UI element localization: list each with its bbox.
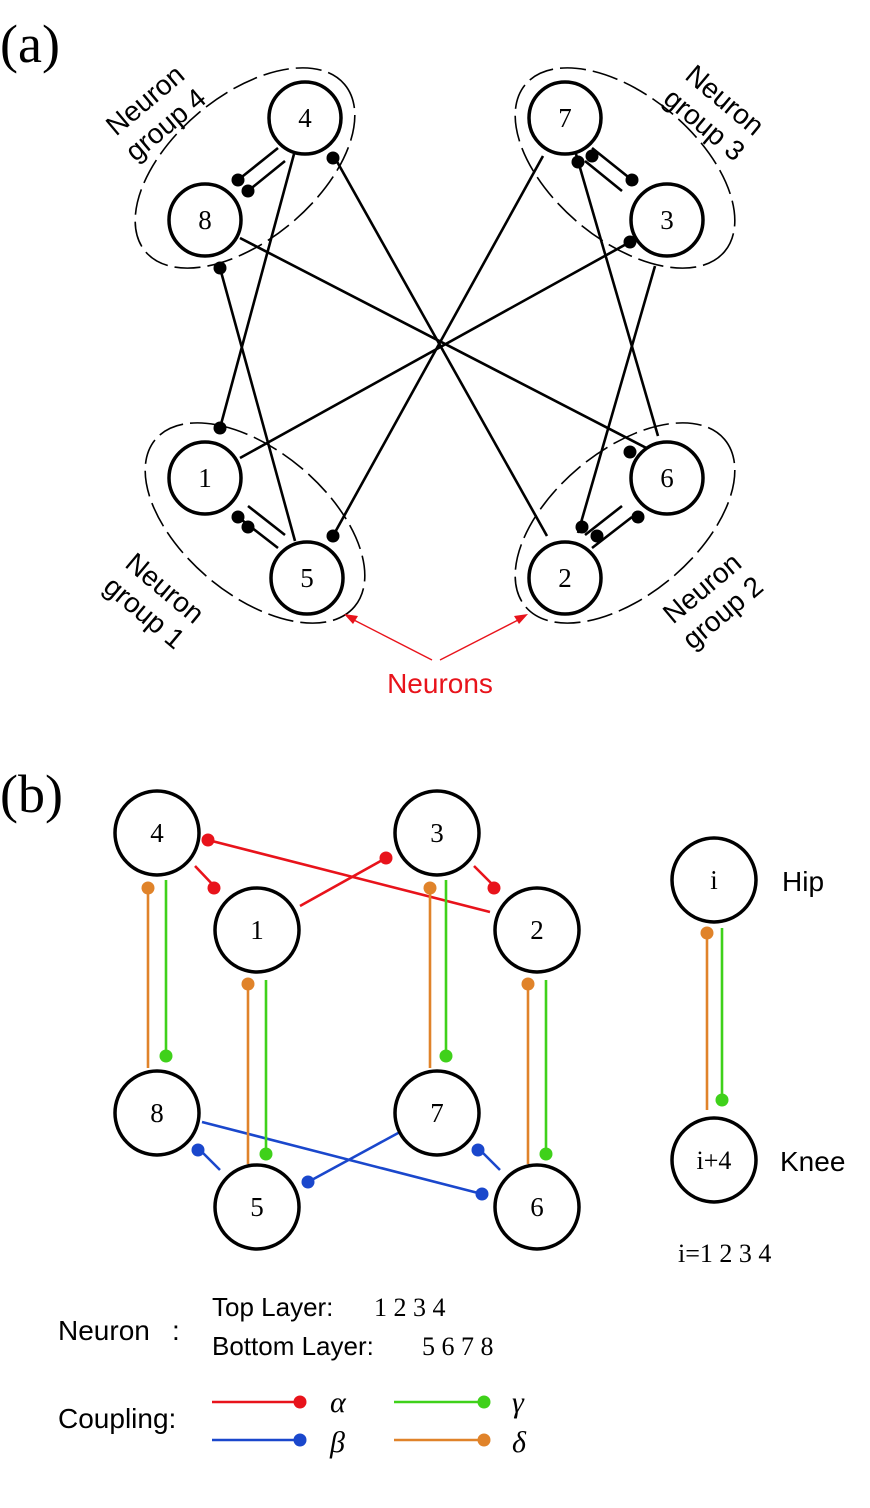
bottom-layer-label: Bottom Layer: — [212, 1331, 374, 1361]
svg-text:7: 7 — [430, 1098, 444, 1128]
neuron-b-7: 7 — [393, 1069, 481, 1157]
coupling-gamma-swatch — [394, 1395, 491, 1409]
panel-a-connections — [218, 146, 660, 550]
neurons-annotation — [344, 614, 528, 661]
coupling-legend-title: Coupling: — [58, 1403, 176, 1434]
neuron-b-2: 2 — [493, 886, 581, 974]
neuron-a-4: 4 — [267, 80, 343, 156]
example-knee-node: i+4 — [670, 1116, 758, 1204]
index-note: i=1 2 3 4 — [678, 1239, 771, 1268]
neuron-a-3: 3 — [629, 182, 705, 258]
svg-text:5: 5 — [300, 563, 314, 593]
panel-a-label: (a) — [0, 14, 60, 74]
neuron-b-4: 4 — [113, 789, 201, 877]
neuron-group-2-outline — [514, 422, 736, 624]
svg-text:5: 5 — [250, 1192, 264, 1222]
svg-text:2: 2 — [558, 563, 572, 593]
svg-text:7: 7 — [558, 103, 572, 133]
panel-b-label: (b) — [0, 764, 63, 824]
neuron-b-1: 1 — [213, 886, 301, 974]
neuron-legend-colon: : — [172, 1315, 180, 1346]
coupling-gamma-label: γ — [512, 1386, 525, 1419]
coupling-delta-label: δ — [512, 1426, 527, 1459]
svg-text:6: 6 — [660, 463, 674, 493]
svg-text:4: 4 — [150, 818, 164, 848]
top-layer-label: Top Layer: — [212, 1292, 333, 1322]
coupling-beta-label: β — [329, 1426, 345, 1459]
knee-label: Knee — [780, 1146, 845, 1177]
svg-text:8: 8 — [198, 205, 212, 235]
svg-text:1: 1 — [198, 463, 212, 493]
group-4-label: Neuron group 4 — [100, 59, 212, 167]
coupling-beta-swatch — [212, 1433, 307, 1447]
neuron-a-1: 1 — [167, 440, 243, 516]
neuron-a-5: 5 — [269, 540, 345, 616]
neuron-group-3-outline — [514, 67, 736, 269]
svg-text:3: 3 — [660, 205, 674, 235]
svg-text:4: 4 — [298, 103, 312, 133]
panel-a-synapse-dots — [213, 149, 645, 543]
top-layer-values: 1 2 3 4 — [374, 1293, 446, 1322]
hip-label: Hip — [782, 866, 824, 897]
svg-text:6: 6 — [530, 1192, 544, 1222]
neuron-a-6: 6 — [629, 440, 705, 516]
example-hip-node: i — [670, 836, 758, 924]
svg-text:3: 3 — [430, 818, 444, 848]
group-3-label: Neuron group 3 — [658, 59, 770, 167]
panel-b-couplings — [146, 838, 724, 1196]
bottom-layer-values: 5 6 7 8 — [422, 1332, 494, 1361]
group-1-label: Neuron group 1 — [98, 547, 210, 655]
neuron-b-6: 6 — [493, 1163, 581, 1251]
group-2-label: Neuron group 2 — [657, 547, 769, 655]
neuron-a-8: 8 — [167, 182, 243, 258]
neuron-a-2: 2 — [527, 540, 603, 616]
coupling-alpha-label: α — [330, 1386, 347, 1419]
svg-text:1: 1 — [250, 915, 264, 945]
svg-text:8: 8 — [150, 1098, 164, 1128]
svg-text:i+4: i+4 — [697, 1146, 732, 1175]
neuron-b-8: 8 — [113, 1069, 201, 1157]
svg-text:i: i — [710, 865, 718, 895]
neuron-b-3: 3 — [393, 789, 481, 877]
coupling-alpha-swatch — [212, 1395, 307, 1409]
neuron-group-4-outline — [134, 67, 356, 269]
neuron-group-1-outline — [144, 422, 366, 624]
neuron-legend-title: Neuron — [58, 1315, 150, 1346]
svg-text:2: 2 — [530, 915, 544, 945]
neurons-annotation-label: Neurons — [387, 668, 493, 699]
neuron-b-5: 5 — [213, 1163, 301, 1251]
neuron-a-7: 7 — [527, 80, 603, 156]
panel-b-coupling-dots — [141, 833, 729, 1201]
coupling-delta-swatch — [394, 1433, 491, 1447]
